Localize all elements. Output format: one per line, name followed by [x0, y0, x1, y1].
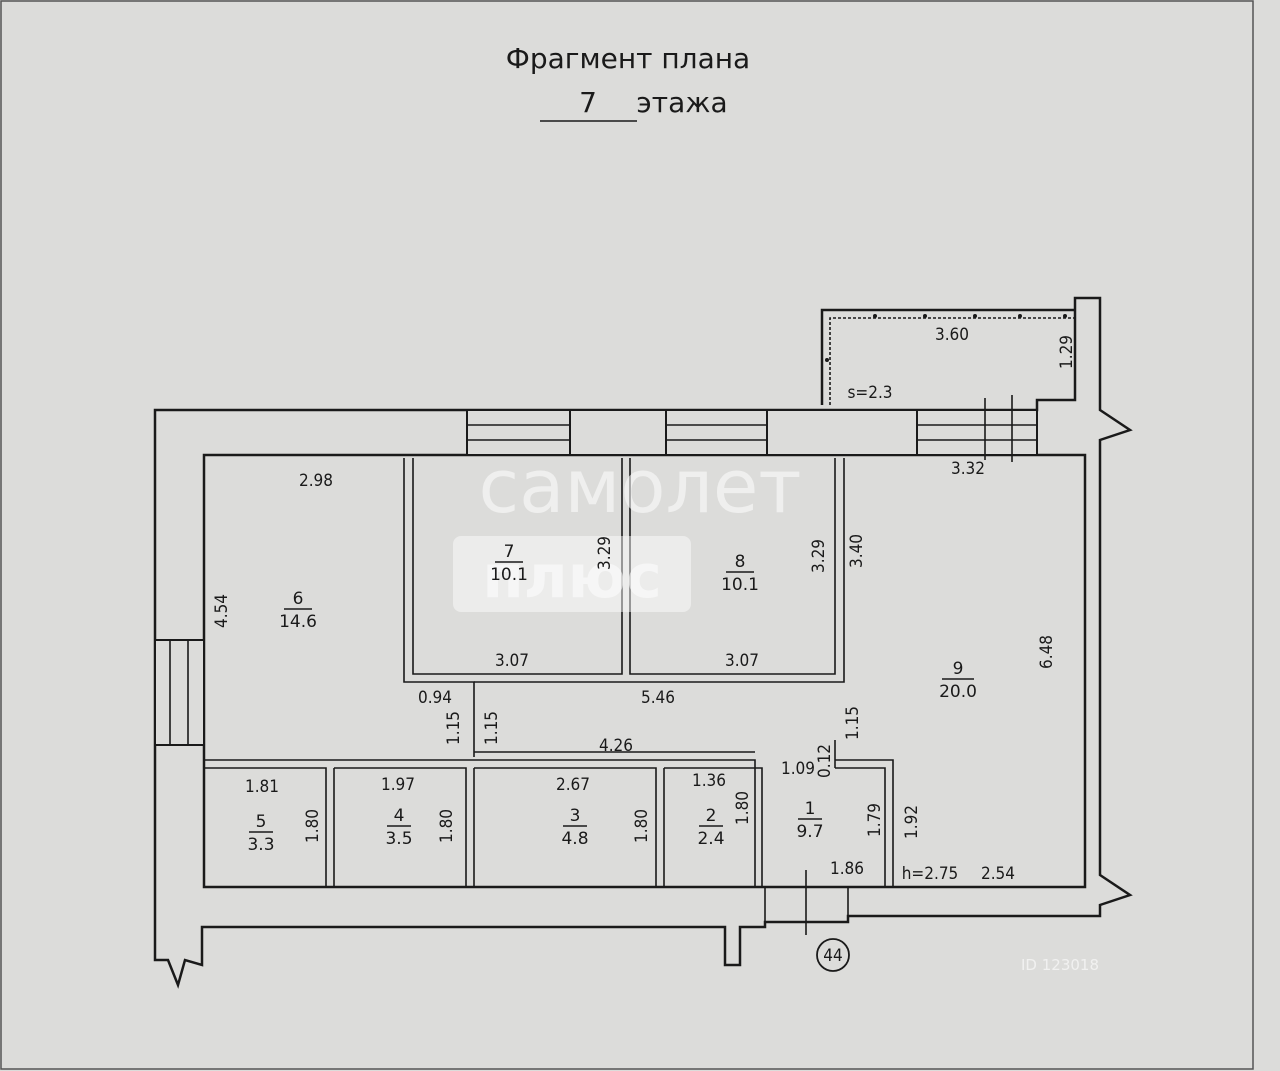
axis-marker-circle [816, 938, 850, 972]
svg-text:1.09: 1.09 [781, 759, 815, 779]
svg-text:1.80: 1.80 [632, 809, 652, 843]
svg-text:2: 2 [706, 806, 717, 826]
svg-text:3.29: 3.29 [809, 539, 829, 573]
floor-suffix: этажа [636, 86, 727, 119]
svg-text:0.12: 0.12 [815, 744, 835, 778]
plan-title: Фрагмент плана [506, 42, 750, 75]
watermark-badge [453, 536, 691, 612]
page-border [0, 0, 1254, 1070]
svg-text:2.4: 2.4 [697, 829, 724, 849]
svg-text:2.98: 2.98 [299, 471, 333, 491]
svg-text:3.32: 3.32 [951, 459, 985, 479]
svg-text:1.92: 1.92 [902, 805, 922, 839]
svg-text:1.81: 1.81 [245, 777, 279, 797]
svg-text:1.80: 1.80 [303, 809, 323, 843]
svg-text:14.6: 14.6 [279, 612, 317, 632]
svg-text:5.46: 5.46 [641, 688, 675, 708]
balcony [820, 308, 1075, 405]
watermark-id: ID 123018 [1021, 956, 1099, 974]
svg-text:1.86: 1.86 [830, 859, 864, 879]
ceiling-height: h=2.75 [902, 864, 959, 884]
svg-text:1.15: 1.15 [843, 706, 863, 740]
svg-text:9.7: 9.7 [796, 822, 823, 842]
svg-text:3.29: 3.29 [595, 536, 615, 570]
room-9-label: 9 20.0 [939, 659, 977, 702]
svg-text:10.1: 10.1 [721, 575, 759, 595]
balcony-depth: 1.29 [1057, 335, 1077, 369]
svg-text:1.97: 1.97 [381, 775, 415, 795]
svg-text:3.07: 3.07 [725, 651, 759, 671]
room-3-label: 3 4.8 [561, 806, 588, 849]
svg-text:2.54: 2.54 [981, 864, 1015, 884]
room-6-label: 6 14.6 [279, 589, 317, 632]
svg-text:1.80: 1.80 [437, 809, 457, 843]
svg-text:8: 8 [735, 552, 746, 572]
room-4-label: 4 3.5 [385, 806, 412, 849]
svg-text:0.94: 0.94 [418, 688, 452, 708]
watermark-brand: самолет [478, 444, 801, 530]
svg-text:1: 1 [805, 799, 816, 819]
svg-text:6.48: 6.48 [1037, 635, 1057, 669]
svg-text:4: 4 [394, 806, 405, 826]
room-7-label: 7 10.1 [490, 542, 528, 585]
svg-text:1.15: 1.15 [482, 711, 502, 745]
svg-text:2.67: 2.67 [556, 775, 590, 795]
floor-number: 7 [579, 86, 597, 119]
svg-text:3.07: 3.07 [495, 651, 529, 671]
svg-text:4.26: 4.26 [599, 736, 633, 756]
svg-text:1.36: 1.36 [692, 771, 726, 791]
room-8-label: 8 10.1 [721, 552, 759, 595]
svg-text:5: 5 [256, 812, 267, 832]
svg-text:6: 6 [293, 589, 304, 609]
svg-text:1.80: 1.80 [733, 791, 753, 825]
svg-text:3: 3 [570, 806, 581, 826]
balcony-area: s=2.3 [847, 383, 892, 403]
svg-text:10.1: 10.1 [490, 565, 528, 585]
room-2-label: 2 2.4 [697, 806, 724, 849]
svg-text:3.3: 3.3 [247, 835, 274, 855]
svg-text:9: 9 [953, 659, 964, 679]
svg-text:1.79: 1.79 [865, 803, 885, 837]
partitions [204, 458, 894, 935]
svg-text:1.15: 1.15 [444, 711, 464, 745]
room-1-label: 1 9.7 [796, 799, 823, 842]
watermark-badge-text: плюс [482, 542, 661, 612]
balcony-width: 3.60 [935, 325, 969, 345]
room-labels: 6 14.6 7 10.1 8 10.1 9 20.0 5 3.3 4 3.5 [247, 542, 976, 855]
windows-top [466, 395, 1038, 462]
svg-text:4.54: 4.54 [212, 594, 232, 628]
svg-text:7: 7 [504, 542, 515, 562]
svg-text:3.5: 3.5 [385, 829, 412, 849]
svg-text:20.0: 20.0 [939, 682, 977, 702]
axis-marker-label: 44 [823, 946, 842, 966]
window-left [154, 639, 205, 746]
room-5-label: 5 3.3 [247, 812, 274, 855]
svg-text:3.40: 3.40 [847, 534, 867, 568]
svg-text:4.8: 4.8 [561, 829, 588, 849]
dimension-labels: 2.98 3.07 3.07 3.32 0.94 5.46 4.26 1.81 … [212, 459, 1057, 884]
